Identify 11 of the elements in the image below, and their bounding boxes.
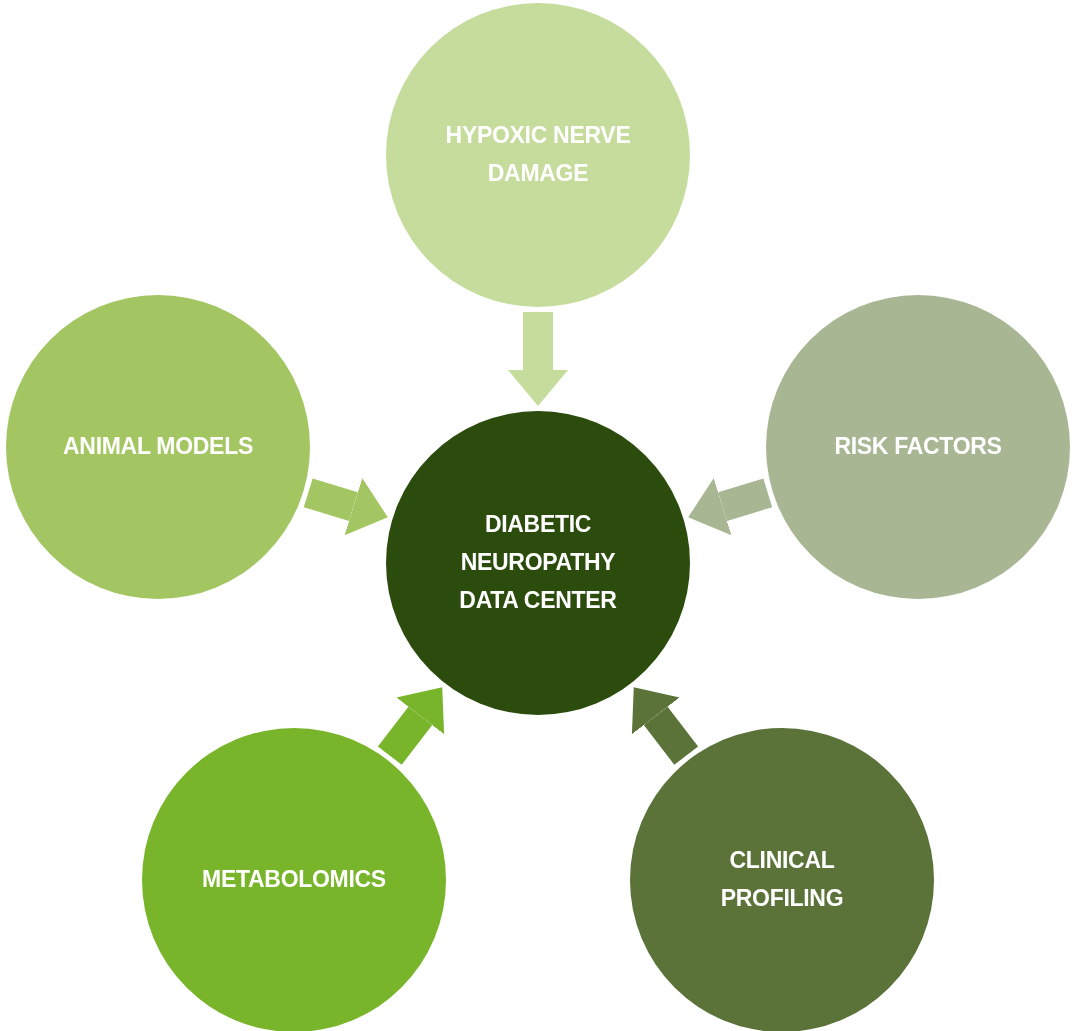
circle-label: HYPOXIC NERVE DAMAGE (444, 121, 632, 188)
block-arrow (377, 687, 445, 765)
circle-label: METABOLOMICS (202, 865, 386, 895)
circle-label: ANIMAL MODELS (63, 432, 253, 462)
block-arrow (631, 687, 699, 765)
block-arrow (688, 478, 773, 536)
block-arrow (303, 478, 388, 536)
block-arrow (508, 312, 568, 406)
circle-label: DIABETIC NEUROPATHY DATA CENTER (458, 510, 618, 615)
circle-label: RISK FACTORS (834, 432, 1002, 462)
circle-label: CLINICAL PROFILING (719, 846, 845, 913)
